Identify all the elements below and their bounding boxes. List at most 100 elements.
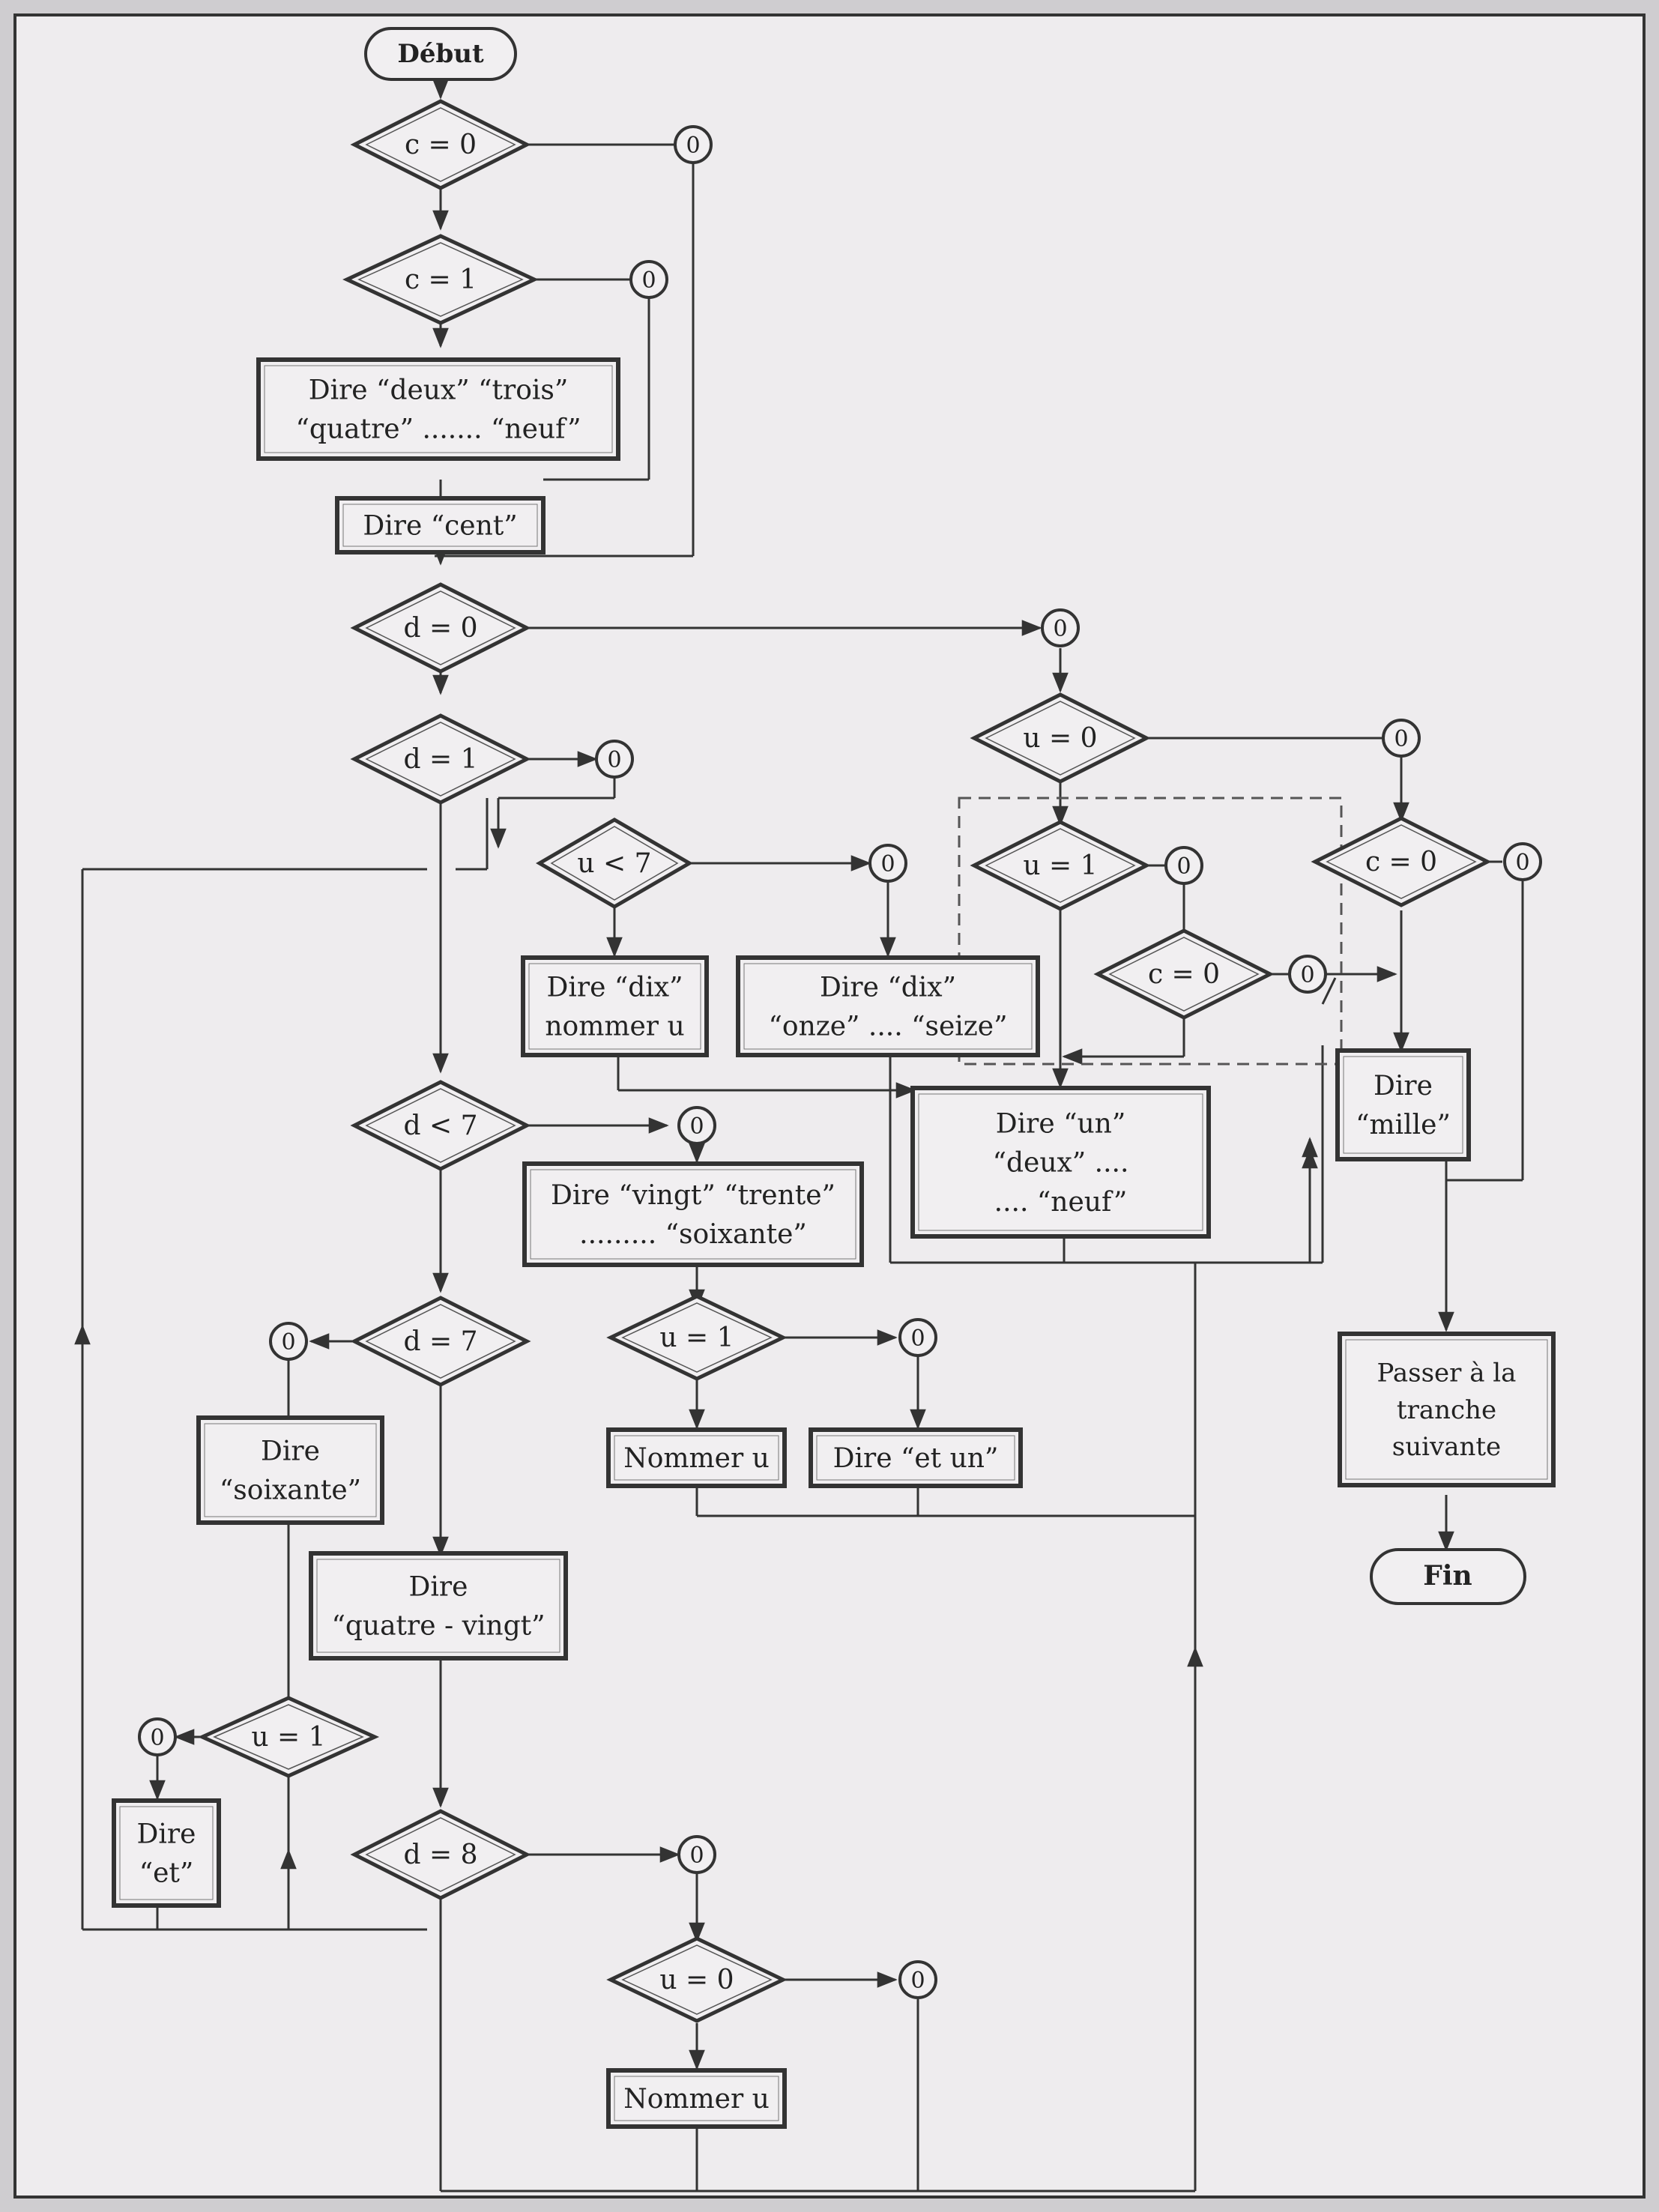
decision-label: d = 1 [404,744,478,775]
zero-label: 0 [1300,962,1314,988]
action-et: Dire “et” [112,1798,221,1908]
action-line: Nommer u [623,1443,770,1474]
action-un-neuf: Dire “un” “deux” .... .... “neuf” [910,1086,1211,1239]
decision-d7: d = 7 [350,1296,531,1387]
action-line: “et” [139,1858,194,1889]
action-line: suivante [1392,1432,1501,1462]
action-line: Dire [137,1819,196,1850]
zero-circle: 0 [1164,846,1203,885]
decision-c0c: c = 0 [1311,816,1492,907]
start-label: Début [397,39,484,69]
zero-label: 0 [910,1326,925,1352]
zero-circle: 0 [595,740,634,779]
action-line: “quatre” ....... “neuf” [296,414,581,445]
decision-label: c = 0 [1148,959,1220,990]
dashed-group [958,797,1343,1066]
action-line: Dire “dix” [820,973,956,1003]
decision-label: d = 7 [404,1326,478,1357]
decision-u7: u < 7 [536,818,693,909]
action-line: Dire [1374,1071,1433,1102]
zero-circle: 0 [629,260,668,299]
decision-u0b: u = 0 [970,692,1151,784]
zero-circle: 0 [677,1835,716,1874]
action-line: “deux” .... [993,1148,1129,1179]
action-line: .... “neuf” [994,1187,1128,1218]
decision-label: d = 0 [404,613,478,644]
connectors [74,79,1524,2193]
zero-circle: 0 [1382,719,1421,758]
zero-circle: 0 [1288,955,1327,994]
zero-label: 0 [641,268,656,294]
zero-label: 0 [686,133,700,159]
action-line: Dire “vingt” “trente” [551,1180,835,1211]
action-cent: Dire “cent” [335,496,546,554]
decision-c1: c = 1 [342,234,539,325]
end-terminal: Fin [1370,1548,1526,1605]
decision-u0a: u = 0 [606,1936,788,2023]
action-soixante: Dire “soixante” [196,1415,384,1525]
zero-label: 0 [1394,726,1408,752]
action-line: nommer u [545,1012,684,1042]
decision-u1c: u = 1 [970,820,1151,911]
action-line: ......... “soixante” [579,1219,807,1250]
zero-circle: 0 [138,1717,177,1756]
action-line: Dire [261,1436,320,1467]
zero-label: 0 [1176,853,1191,880]
zero-circle: 0 [1041,608,1080,647]
zero-circle: 0 [269,1322,308,1361]
start-terminal: Début [364,27,517,81]
zero-label: 0 [689,1843,704,1869]
zero-circle: 0 [868,844,907,883]
action-line: Dire “et un” [833,1443,999,1474]
zero-label: 0 [689,1113,704,1140]
zero-label: 0 [1053,616,1067,642]
action-line: “onze” .... “seize” [769,1012,1008,1042]
action-line: Passer à la [1377,1359,1517,1388]
action-line: Dire “un” [996,1108,1126,1139]
action-deux-neuf: Dire “deux” “trois”“quatre” ....... “neu… [256,357,620,461]
decision-label: u = 1 [251,1722,325,1753]
decision-label: c = 0 [1365,847,1437,877]
decision-label: u = 1 [1023,850,1097,881]
action-line: “mille” [1356,1110,1451,1140]
zero-label: 0 [1515,850,1529,876]
action-line: Dire “dix” [546,973,683,1003]
action-mille: Dire “mille” [1335,1048,1471,1161]
action-vingt-soixante: Dire “vingt” “trente” ......... “soixante… [522,1161,864,1267]
decision-u1b: u = 1 [197,1696,380,1778]
decision-d0: d = 0 [350,582,531,674]
action-nommer-u1: Nommer u [606,1427,787,1488]
decision-d8: d = 8 [350,1809,531,1900]
action-line: Dire “cent” [363,511,517,542]
decision-label: u = 0 [1023,723,1097,754]
actions: Dire “deux” “trois”“quatre” ....... “neu… [112,357,1556,2129]
action-tranche: Passer à la tranche suivante [1338,1332,1556,1487]
zero-label: 0 [910,1968,925,1994]
decisions: c = 0 c = 1 d = 0 d = 1 u < 7 d < 7 d = 7 u = 1… [197,99,1492,2023]
decision-label: d = 8 [404,1840,478,1870]
decision-dlt7: d < 7 [350,1080,531,1171]
zero-circle: 0 [898,1318,937,1357]
action-line: tranche [1397,1395,1496,1425]
decision-label: u = 1 [659,1323,734,1353]
decision-c0b: c = 0 [1093,928,1275,1020]
decision-label: c = 1 [405,265,477,295]
zero-label: 0 [150,1725,164,1751]
decision-c0: c = 0 [350,99,531,190]
action-nommer-u2: Nommer u [606,2068,787,2129]
action-onze-seize: Dire “dix” “onze” .... “seize” [736,955,1040,1057]
end-label: Fin [1423,1560,1472,1592]
action-line: “quatre - vingt” [331,1611,545,1642]
decision-u1a: u = 1 [606,1294,788,1381]
zero-circle: 0 [1503,842,1542,881]
decision-label: d < 7 [404,1110,478,1141]
zero-label: 0 [880,851,895,877]
zero-circle: 0 [677,1106,716,1145]
zero-label: 0 [281,1329,295,1356]
action-line: “soixante” [220,1475,361,1506]
decision-d1: d = 1 [350,713,531,805]
zero-label: 0 [607,747,621,773]
action-et-un: Dire “et un” [809,1427,1023,1488]
